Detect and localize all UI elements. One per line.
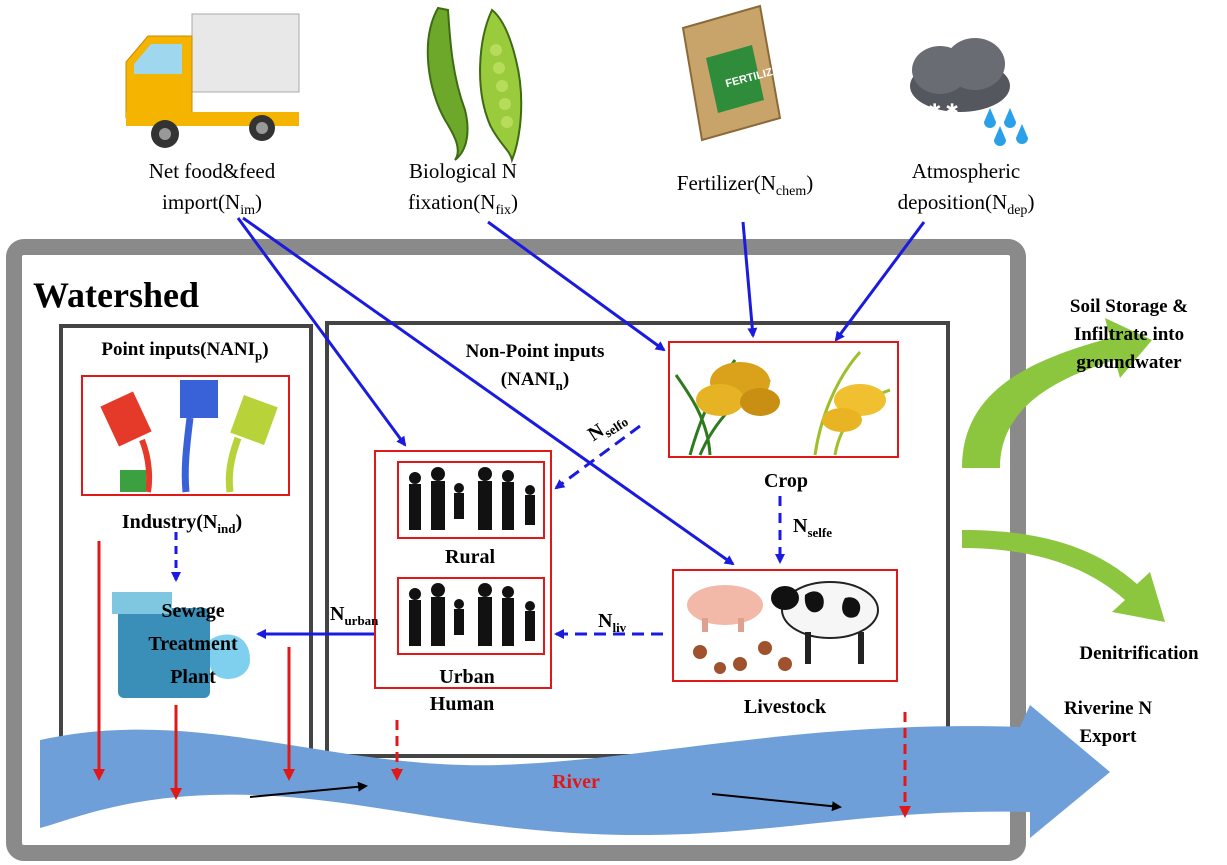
- pea-pod-icon: [426, 6, 523, 164]
- denitrification-arrow: [962, 530, 1165, 622]
- denitrification-label: Denitrification: [1079, 643, 1199, 664]
- fertilizer-label: Fertilizer(Nchem): [677, 171, 813, 199]
- svg-text:✱ ✱: ✱ ✱: [928, 102, 959, 119]
- flow-arrows: [171, 216, 926, 639]
- cloud-rain-icon: ✱ ✱: [910, 38, 1028, 146]
- nonpoint-title-line2: (NANIn): [501, 369, 569, 393]
- n-selfo-label: Nselfo: [584, 406, 631, 449]
- nonpoint-title-line1: Non-Point inputs: [466, 341, 605, 362]
- river-label: River: [552, 771, 600, 793]
- sewage-label-line3: Plant: [170, 666, 216, 688]
- n-selfe-label: Nselfe: [793, 515, 832, 540]
- soil-storage-line3: groundwater: [1076, 352, 1182, 373]
- deposition-label-line2: deposition(Ndep): [898, 190, 1035, 218]
- watershed-title: Watershed: [33, 275, 199, 315]
- human-label: Human: [430, 693, 494, 715]
- urban-label: Urban: [439, 666, 495, 688]
- n-liv-label: Nliv: [598, 610, 627, 635]
- sewage-plant-icon: [112, 592, 250, 698]
- urban-box: [397, 577, 545, 655]
- river-flow-arrows: [249, 781, 842, 812]
- rural-people-icon: [409, 467, 535, 530]
- import-label-line2: import(Nim): [162, 190, 262, 218]
- riverine-export-line2: Export: [1080, 726, 1138, 747]
- rice-plant-icon: [674, 351, 891, 456]
- fixation-label-line2: fixation(Nfix): [408, 190, 518, 218]
- sewage-label-line1: Sewage: [161, 600, 224, 622]
- crop-label: Crop: [764, 470, 808, 492]
- river-inflow-arrows: [93, 541, 911, 818]
- rural-label: Rural: [445, 546, 495, 568]
- livestock-icon: [687, 581, 879, 674]
- soil-storage-line1: Soil Storage &: [1070, 296, 1188, 317]
- point-inputs-title: Point inputs(NANIp): [101, 339, 268, 363]
- n-urban-label: Nurban: [330, 603, 379, 628]
- industry-label: Industry(Nind): [122, 511, 242, 536]
- urban-people-icon: [409, 583, 535, 646]
- truck-icon: [125, 13, 300, 148]
- river-band: [40, 705, 1110, 838]
- import-label-line1: Net food&feed: [149, 159, 276, 183]
- soil-storage-arrow: [962, 318, 1152, 468]
- paint-cans-icon: [100, 380, 278, 493]
- deposition-label-line1: Atmospheric: [912, 159, 1020, 183]
- sewage-label-line2: Treatment: [148, 633, 238, 655]
- fixation-label-line1: Biological N: [409, 159, 517, 183]
- soil-storage-line2: Infiltrate into: [1074, 324, 1184, 345]
- riverine-export-line1: Riverine N: [1064, 698, 1152, 719]
- rural-box: [397, 461, 545, 539]
- livestock-label: Livestock: [744, 696, 827, 718]
- fertilizer-bag-icon: FERTILIZER: [681, 4, 789, 142]
